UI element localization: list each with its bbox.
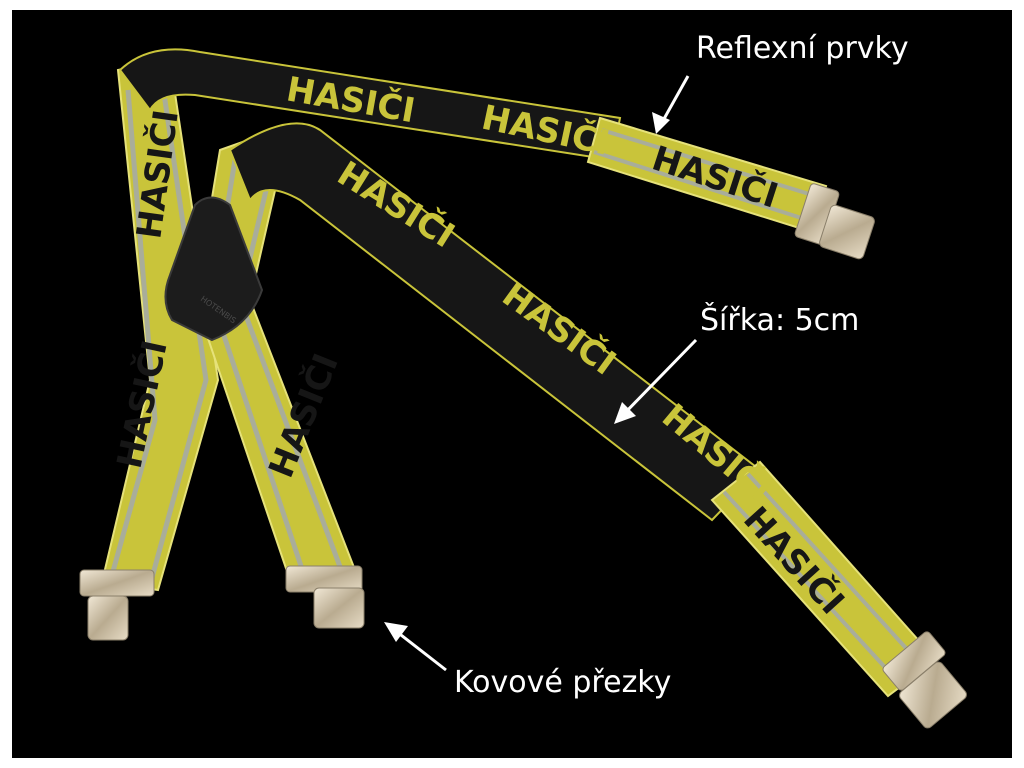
metal-clip-upper-right (794, 183, 875, 260)
width-label: Šířka: 5cm (700, 303, 860, 338)
arrow-clips (384, 622, 447, 672)
back-strap-lower (228, 122, 762, 522)
leather-back-patch: HOTENBIS (164, 196, 264, 342)
metal-clips-label: Kovové přezky (454, 665, 672, 700)
strap-print-upper-right: HASIČI (647, 138, 783, 217)
back-strap-upper (118, 48, 622, 162)
arrow-width (614, 338, 698, 424)
metal-clip-middle (285, 565, 365, 629)
upper-right-strap-end: HASIČI (586, 116, 828, 234)
metal-clip-left (79, 569, 155, 641)
reflective-elements-label: Reflexní prvky (696, 31, 909, 66)
metal-clip-lower-right (882, 631, 967, 729)
arrow-reflective (652, 75, 690, 134)
